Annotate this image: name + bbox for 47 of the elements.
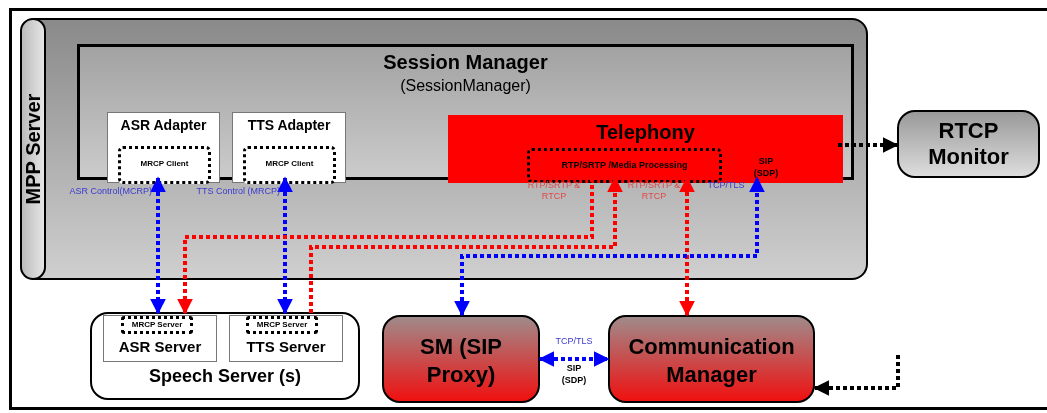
- connector-arrow: [150, 176, 166, 315]
- connector-arrow: [538, 351, 610, 367]
- box-label: MRCP Client: [264, 159, 315, 168]
- processing-box: [527, 148, 722, 183]
- edge-label: TTS Control (MRCP): [195, 186, 280, 197]
- adapter-box: [107, 112, 220, 183]
- server-box: [229, 315, 343, 362]
- server-module-box: [246, 316, 318, 334]
- adapter-box: [232, 112, 346, 183]
- monitor-box: [897, 110, 1040, 178]
- box-title: ASR Adapter: [119, 117, 208, 133]
- edge-label: RTP/SRTP & RTCP: [526, 180, 582, 202]
- manager-box: [608, 315, 815, 403]
- edge-label: RTP/SRTP & RTCP: [626, 180, 682, 202]
- connector-arrow: [277, 176, 293, 315]
- protocol-label: SIP (SDP): [752, 155, 780, 179]
- box-title: Telephony: [595, 121, 696, 144]
- telephony-box: [448, 115, 843, 183]
- box-title: TTS Adapter: [246, 117, 332, 133]
- connector-arrow: [813, 355, 900, 396]
- proxy-box: [382, 315, 540, 403]
- box-label: MRCP Client: [139, 159, 190, 168]
- box-title: SM (SIP Proxy): [419, 333, 503, 389]
- box-title: RTCP Monitor: [927, 118, 1010, 170]
- box-subtitle: (SessionManager): [399, 77, 532, 95]
- connector-arrow: [177, 178, 594, 315]
- server-panel: [20, 18, 868, 280]
- edge-label: TCP/TLS: [706, 180, 746, 191]
- protocol-label: SIP (SDP): [560, 362, 588, 386]
- client-box: [243, 146, 336, 184]
- server-group-box: [90, 312, 360, 400]
- box-label: RTP/SRTP /Media Processing: [560, 160, 689, 170]
- server-box: [103, 315, 217, 362]
- box-title: ASR Server: [117, 338, 203, 355]
- client-box: [118, 146, 211, 184]
- box-title: TTS Server: [245, 338, 327, 355]
- server-module-box: [121, 316, 193, 334]
- edge-label: ASR Control(MCRP): [68, 186, 152, 197]
- box-title: Communication Manager: [627, 333, 796, 389]
- box-title: Session Manager: [382, 51, 549, 74]
- connector-arrow: [454, 176, 765, 317]
- box-label: MRCP Server: [130, 320, 184, 329]
- box-title: Speech Server (s): [147, 366, 303, 387]
- box-label: MRCP Server: [255, 320, 309, 329]
- connector-arrow: [838, 137, 899, 153]
- edge-label: TCP/TLS: [554, 336, 594, 347]
- panel-title: MPP Server: [21, 93, 45, 205]
